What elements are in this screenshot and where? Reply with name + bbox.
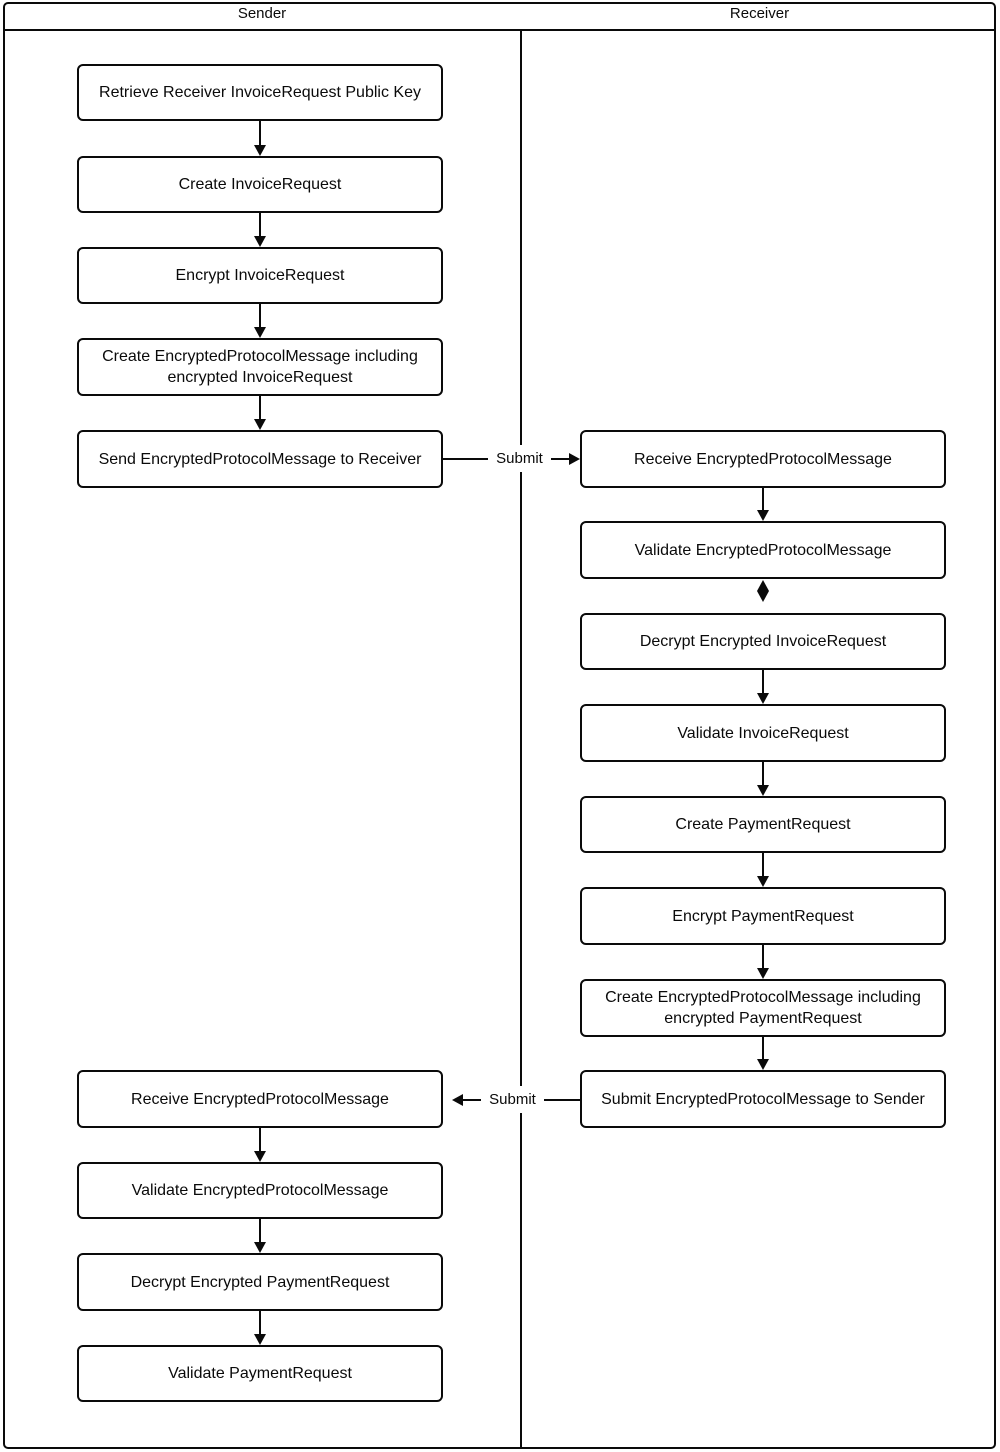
edge-s3-s4-line [259,304,261,327]
edge-r7-r8-line [762,1037,764,1059]
node-submit-encryptedprotocolmessage-to-sender[interactable]: Submit EncryptedProtocolMessage to Sende… [580,1070,946,1128]
node-create-invoicerequest[interactable]: Create InvoiceRequest [77,156,443,213]
edge-r4-r5-arrowhead [757,785,769,796]
lane-title-receiver: Receiver [729,5,790,22]
edge-s7-s8-line [259,1219,261,1242]
edge-r2-r3-arrowhead-down [757,591,769,602]
node-label: Send EncryptedProtocolMessage to Receive… [98,450,422,468]
node-label-line1: Create EncryptedProtocolMessage includin… [605,989,921,1006]
edge-s3-s4-arrowhead [254,327,266,338]
node-create-encryptedprotocolmessage-paymentrequest[interactable]: Create EncryptedProtocolMessage includin… [580,979,946,1037]
lane-divider-segment-top [520,31,522,445]
edge-r4-r5-line [762,762,764,785]
node-label: Validate EncryptedProtocolMessage [634,541,892,559]
edge-s8-s9-arrowhead [254,1334,266,1345]
node-label: Encrypt InvoiceRequest [175,267,345,284]
edge-r7-r8-arrowhead [757,1059,769,1070]
node-sender-receive-encryptedprotocolmessage[interactable]: Receive EncryptedProtocolMessage [77,1070,443,1128]
node-label: Create PaymentRequest [675,816,851,833]
node-label: Create InvoiceRequest [178,176,342,193]
edge-r5-r6-arrowhead [757,876,769,887]
edge-s4-s5-line [259,396,261,419]
edge-label-submit-to-receiver: Submit [488,450,551,468]
lane-divider-segment-bottom [520,1113,522,1449]
node-label: Validate EncryptedProtocolMessage [131,1182,389,1199]
node-label: Retrieve Receiver InvoiceRequest Public … [99,84,421,101]
edge-r1-r2-line [762,488,764,510]
node-label: Validate PaymentRequest [168,1365,352,1382]
node-validate-paymentrequest[interactable]: Validate PaymentRequest [77,1345,443,1402]
edge-label-submit-to-sender: Submit [481,1091,544,1109]
node-label: Validate InvoiceRequest [677,724,849,742]
edge-r6-r7-line [762,945,764,968]
node-label-line2: encrypted PaymentRequest [664,1010,862,1027]
edge-s1-s2-line [259,121,261,145]
node-label-line2: encrypted InvoiceRequest [167,369,353,386]
node-validate-invoicerequest[interactable]: Validate InvoiceRequest [580,704,946,762]
lane-divider-segment-middle [520,472,522,1086]
node-label: Decrypt Encrypted PaymentRequest [130,1273,390,1291]
node-sender-validate-encryptedprotocolmessage[interactable]: Validate EncryptedProtocolMessage [77,1162,443,1219]
node-label: Submit EncryptedProtocolMessage to Sende… [601,1090,925,1108]
edge-s2-s3-arrowhead [254,236,266,247]
edge-r6-r7-arrowhead [757,968,769,979]
edge-submit-to-sender-arrowhead [452,1094,463,1106]
node-receiver-validate-encryptedprotocolmessage[interactable]: Validate EncryptedProtocolMessage [580,521,946,579]
edge-r3-r4-arrowhead [757,693,769,704]
edge-s8-s9-line [259,1311,261,1334]
node-create-paymentrequest[interactable]: Create PaymentRequest [580,796,946,853]
edge-r1-r2-arrowhead [757,510,769,521]
node-label: Receive EncryptedProtocolMessage [131,1090,389,1108]
edge-s7-s8-arrowhead [254,1242,266,1253]
node-send-encryptedprotocolmessage-to-receiver[interactable]: Send EncryptedProtocolMessage to Receive… [77,430,443,488]
lane-header-band [3,2,996,31]
edge-s2-s3-line [259,213,261,236]
edge-r3-r4-line [762,670,764,693]
node-encrypt-invoicerequest[interactable]: Encrypt InvoiceRequest [77,247,443,304]
diagram-frame [3,2,996,1449]
edge-r2-r3-arrowhead-up [757,580,769,591]
node-decrypt-encrypted-invoicerequest[interactable]: Decrypt Encrypted InvoiceRequest [580,613,946,670]
node-retrieve-receiver-invoicerequest-public-key[interactable]: Retrieve Receiver InvoiceRequest Public … [77,64,443,121]
node-label: Encrypt PaymentRequest [672,907,854,925]
edge-submit-to-receiver-line-right [551,458,571,460]
edge-submit-to-sender-line-left [463,1099,481,1101]
edge-submit-to-sender-line-right [544,1099,580,1101]
node-create-encryptedprotocolmessage-invoicerequest[interactable]: Create EncryptedProtocolMessage includin… [77,338,443,396]
node-receiver-receive-encryptedprotocolmessage[interactable]: Receive EncryptedProtocolMessage [580,430,946,488]
edge-s1-s2-arrowhead [254,145,266,156]
node-decrypt-encrypted-paymentrequest[interactable]: Decrypt Encrypted PaymentRequest [77,1253,443,1311]
lane-title-sender: Sender [237,5,287,22]
node-label-line1: Create EncryptedProtocolMessage includin… [102,348,418,365]
edge-submit-to-receiver-line-left [443,458,488,460]
node-label: Receive EncryptedProtocolMessage [634,450,892,468]
edge-s6-s7-arrowhead [254,1151,266,1162]
edge-r5-r6-line [762,853,764,876]
edge-submit-to-receiver-arrowhead [569,453,580,465]
edge-s4-s5-arrowhead [254,419,266,430]
node-label: Decrypt Encrypted InvoiceRequest [639,633,887,650]
node-encrypt-paymentrequest[interactable]: Encrypt PaymentRequest [580,887,946,945]
edge-s6-s7-line [259,1128,261,1151]
